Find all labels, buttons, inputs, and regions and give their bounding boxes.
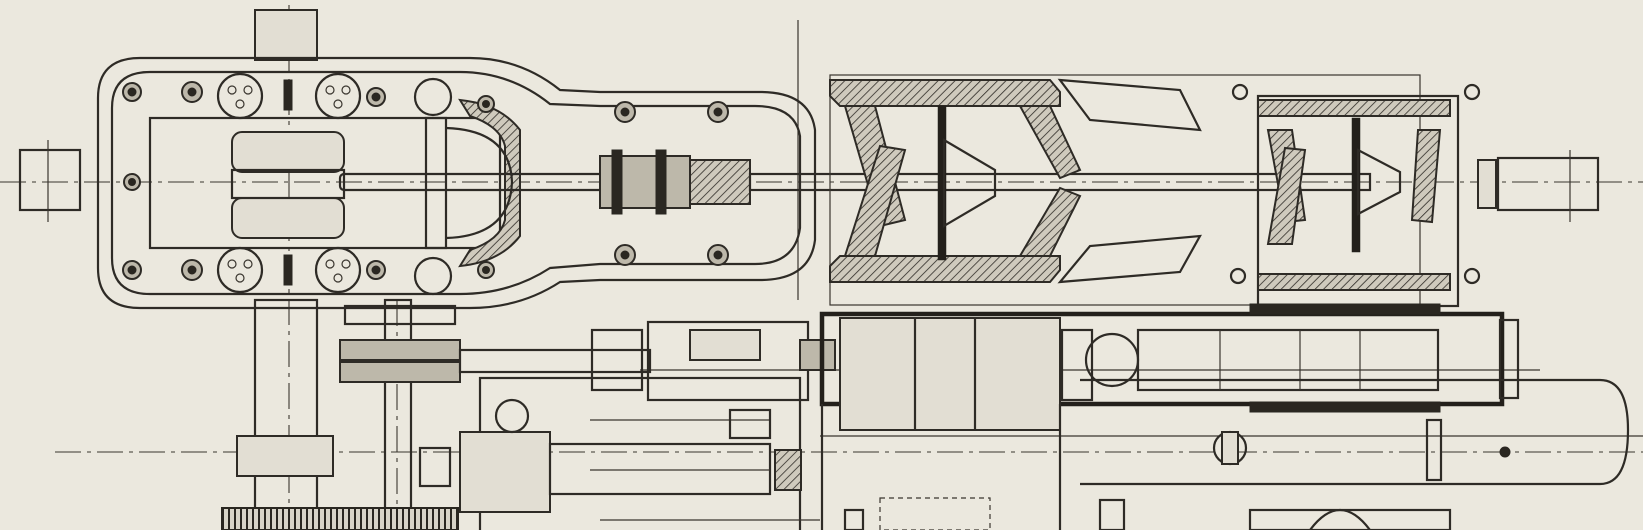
lower-cylinder <box>819 303 1520 431</box>
bearing-caps <box>216 72 453 296</box>
cylinder-two <box>1256 94 1600 308</box>
crosshead-frame <box>96 9 817 310</box>
valve-gear <box>459 320 836 530</box>
frame-bolts <box>122 81 729 281</box>
gear-wheel <box>221 507 459 530</box>
crosshead <box>230 116 514 250</box>
receiver-tank <box>1080 378 1630 530</box>
left-shaft-end <box>18 140 82 222</box>
cylinder-one <box>829 74 1481 306</box>
crankshaft <box>221 298 652 530</box>
lower-piping <box>600 404 1452 530</box>
